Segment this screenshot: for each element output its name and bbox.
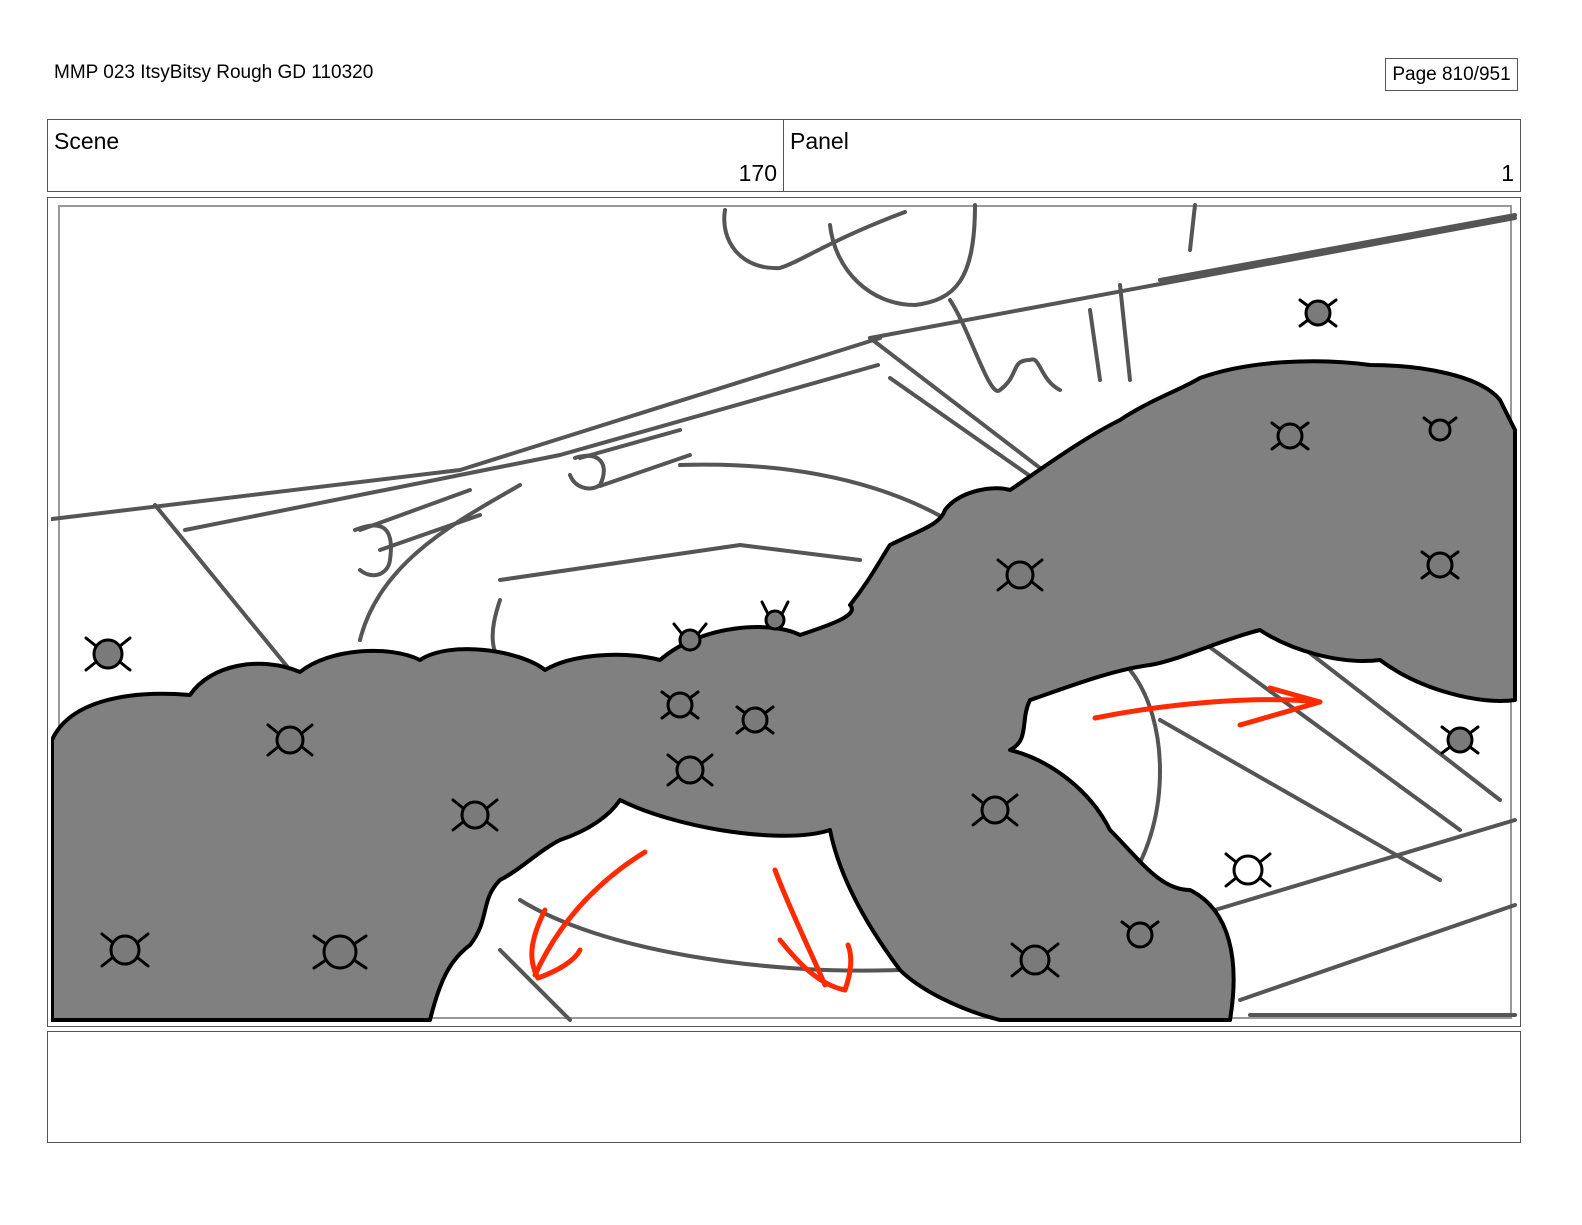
scene-label: Scene bbox=[54, 128, 120, 154]
document-title: MMP 023 ItsyBitsy Rough GD 110320 bbox=[54, 62, 374, 83]
motion-arrows bbox=[529, 685, 1323, 993]
notes-box bbox=[47, 1031, 1521, 1143]
scene-number: 170 bbox=[738, 160, 777, 186]
panel-label: Panel bbox=[790, 128, 849, 154]
page-number-box: Page 810/951 bbox=[1385, 58, 1518, 91]
scene-panel-header: Scene 170 Panel 1 bbox=[47, 119, 1521, 192]
panel-number: 1 bbox=[1501, 160, 1514, 186]
spider-swarm bbox=[51, 359, 1517, 1022]
storyboard-frame bbox=[47, 197, 1521, 1027]
scene-cell: Scene 170 bbox=[48, 120, 784, 191]
spiders bbox=[84, 298, 1480, 978]
background-sketch bbox=[51, 203, 1517, 1022]
storyboard-drawing bbox=[51, 201, 1517, 1023]
panel-cell: Panel 1 bbox=[784, 120, 1520, 191]
